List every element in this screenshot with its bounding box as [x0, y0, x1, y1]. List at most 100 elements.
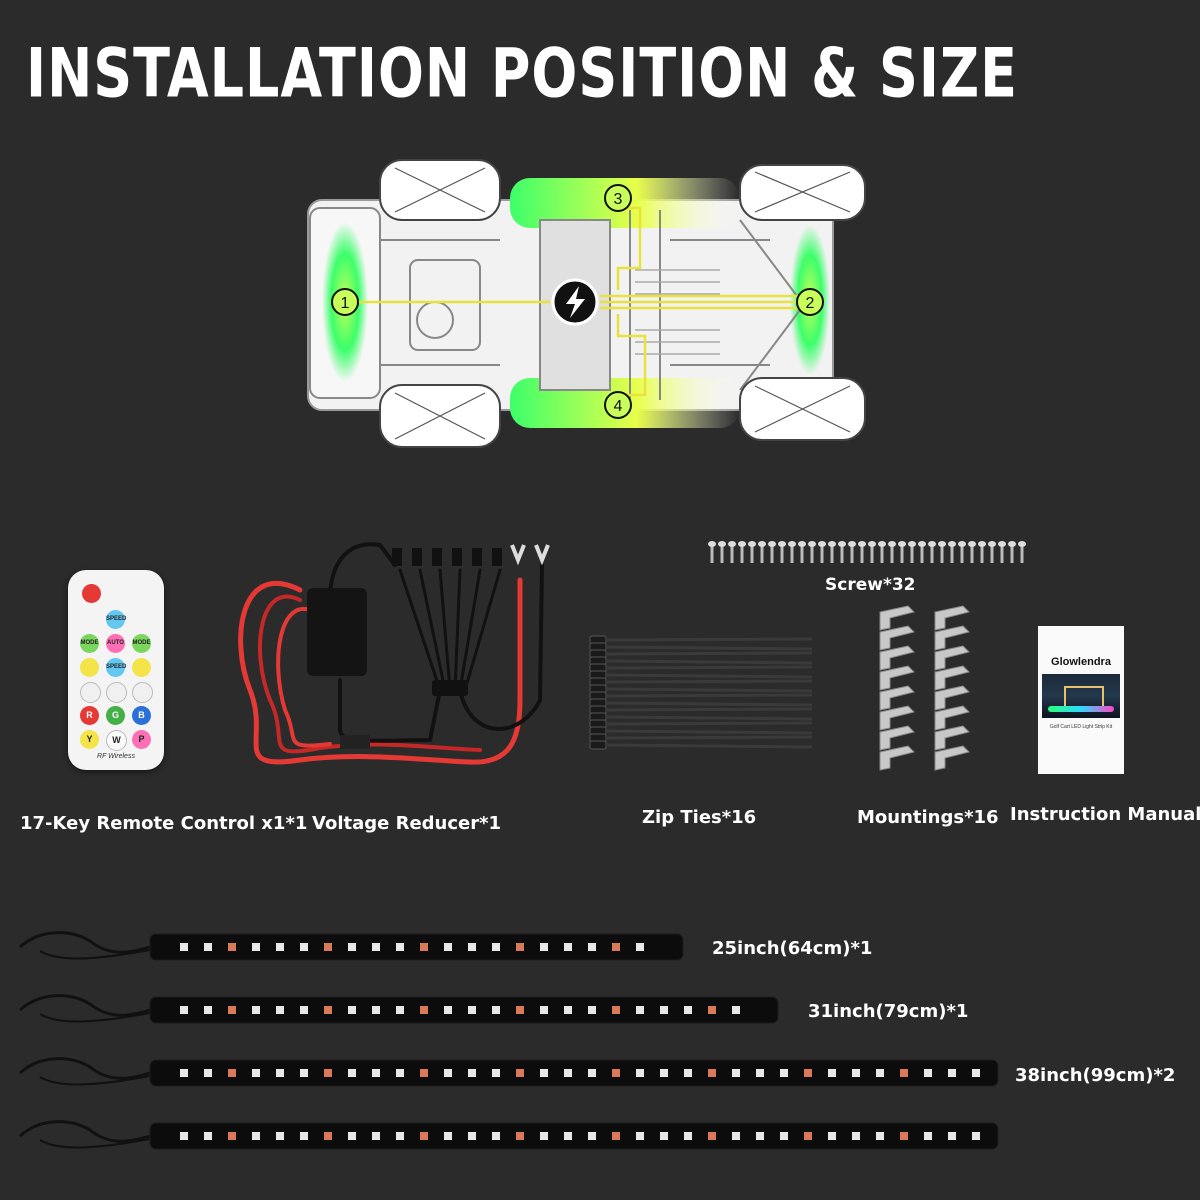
voltage-reducer: [238, 542, 544, 765]
screw: [980, 545, 984, 563]
mounting-clip: [879, 625, 915, 651]
led-chip: [828, 1132, 836, 1140]
zip-ties: [589, 635, 813, 750]
led-chip: [348, 943, 356, 951]
led-chip: [612, 1006, 620, 1014]
led-chip: [732, 1006, 740, 1014]
screw: [1010, 545, 1014, 563]
zipties-label: Zip Ties*16: [642, 807, 757, 828]
led-chip: [468, 1069, 476, 1077]
remote-key-g: G: [106, 706, 125, 725]
mounting-clip: [934, 645, 970, 671]
screw: [990, 545, 994, 563]
led-chip: [276, 943, 284, 951]
led-chip: [828, 1069, 836, 1077]
music-icon: [80, 682, 101, 703]
zip-tie: [589, 635, 607, 645]
led-chip: [588, 1006, 596, 1014]
screw: [790, 545, 794, 563]
screw: [760, 545, 764, 563]
led-chip: [540, 1132, 548, 1140]
led-chip: [684, 1069, 692, 1077]
screw: [750, 545, 754, 563]
remote-key-r: R: [80, 706, 99, 725]
led-chip: [852, 1069, 860, 1077]
mounting-clip: [879, 645, 915, 671]
led-chip: [300, 943, 308, 951]
led-chip: [972, 1132, 980, 1140]
zip-tie: [589, 663, 607, 673]
led-chip: [372, 1069, 380, 1077]
led-chip: [708, 1006, 716, 1014]
led-chip: [372, 1132, 380, 1140]
led-chip: [300, 1006, 308, 1014]
led-chip: [924, 1132, 932, 1140]
screw: [730, 545, 734, 563]
mounting-clip: [879, 685, 915, 711]
led-chip: [396, 1006, 404, 1014]
marker-3: 3: [604, 184, 632, 212]
strip-lead-wire: [18, 1057, 151, 1080]
led-chip: [492, 1006, 500, 1014]
remote-key-w: W: [106, 730, 127, 751]
led-chip: [252, 1132, 260, 1140]
golf-cart-top-view: 1 2 3 4: [307, 159, 866, 448]
strip-lead-wire: [18, 931, 151, 954]
mounting-clip: [879, 705, 915, 731]
screw: [880, 545, 884, 563]
led-chip: [396, 1132, 404, 1140]
screw: [830, 545, 834, 563]
installation-diagram: 1 2 3 4: [300, 150, 880, 470]
screw: [970, 545, 974, 563]
screw: [950, 545, 954, 563]
mountings: [879, 605, 970, 771]
led-chip: [348, 1006, 356, 1014]
zip-tie: [589, 677, 607, 687]
led-strip: [149, 1059, 999, 1087]
manual-brand: Glowlendra: [1051, 656, 1111, 668]
led-chip: [324, 1006, 332, 1014]
zip-tie: [589, 719, 607, 729]
zip-tie: [589, 705, 607, 715]
zip-tie: [589, 712, 607, 722]
reducer-label: Voltage Reducer*1: [312, 813, 502, 834]
marker-2: 2: [796, 288, 824, 316]
mounting-clip: [879, 725, 915, 751]
zip-tie: [589, 691, 607, 701]
svg-text:2: 2: [806, 295, 815, 312]
led-chip: [180, 943, 188, 951]
led-chip: [564, 943, 572, 951]
led-chip: [420, 943, 428, 951]
mountings-label: Mountings*16: [857, 807, 999, 828]
screws: [708, 541, 1026, 563]
led-chip: [228, 1006, 236, 1014]
mounting-clip: [879, 745, 915, 771]
led-chip: [396, 1069, 404, 1077]
remote-key-auto: AUTO: [106, 634, 125, 653]
led-chip: [420, 1132, 428, 1140]
led-chip: [660, 1006, 668, 1014]
led-chip: [204, 1006, 212, 1014]
screw: [710, 545, 714, 563]
brightness-up-icon: [132, 658, 151, 677]
led-chip: [468, 1132, 476, 1140]
led-chip: [732, 1132, 740, 1140]
screw: [840, 545, 844, 563]
led-chip: [516, 1006, 524, 1014]
led-chip: [708, 1132, 716, 1140]
led-chip: [252, 1069, 260, 1077]
led-chip: [708, 1069, 716, 1077]
marker-4: 4: [604, 391, 632, 419]
mounting-clip: [934, 625, 970, 651]
led-chip: [348, 1132, 356, 1140]
led-chip: [444, 1006, 452, 1014]
led-chip: [948, 1069, 956, 1077]
led-chip: [228, 1132, 236, 1140]
brightness-down-icon: [80, 658, 99, 677]
power-icon: [82, 584, 101, 603]
led-chip: [204, 1132, 212, 1140]
led-chip: [324, 1132, 332, 1140]
led-chip: [660, 1132, 668, 1140]
led-chip: [924, 1069, 932, 1077]
led-chip: [204, 943, 212, 951]
